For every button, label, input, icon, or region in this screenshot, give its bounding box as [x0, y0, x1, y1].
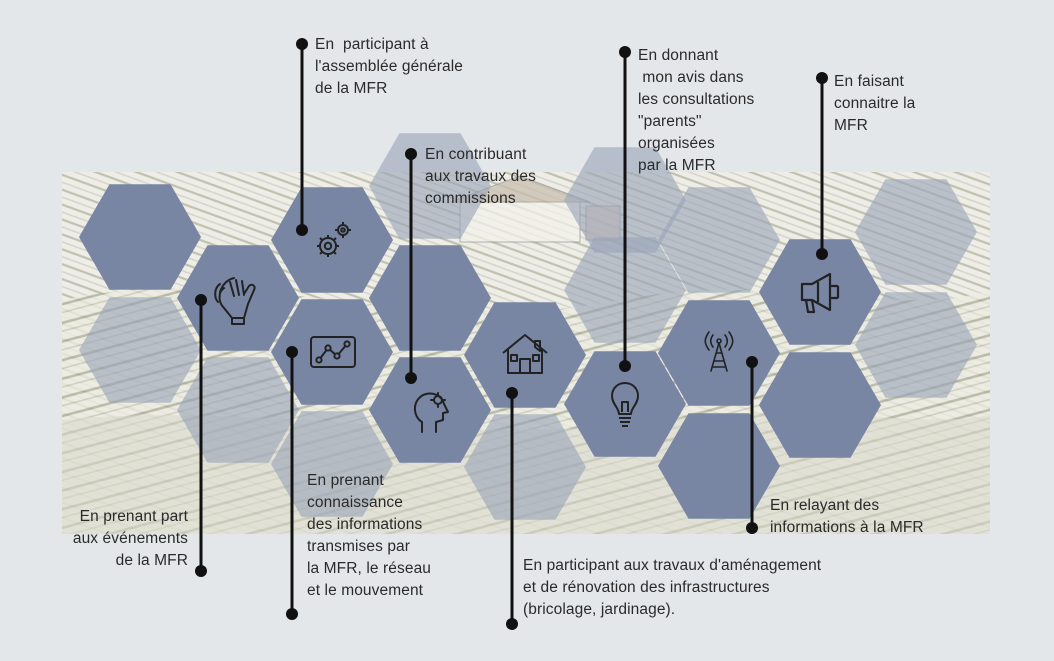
hexagon — [855, 179, 977, 285]
gloves-icon — [214, 277, 256, 325]
hexagon — [658, 413, 780, 519]
hexagon — [564, 351, 686, 457]
label-consultations: En donnant mon avis dans les consultatio… — [638, 47, 755, 174]
label-informations: En prenant connaissance des informations… — [307, 472, 432, 599]
antenna-icon — [704, 331, 734, 372]
hexagon — [759, 352, 881, 458]
house-icon — [502, 334, 548, 374]
head-gear-icon — [414, 392, 449, 433]
hexagon — [369, 133, 491, 239]
connector-dot — [506, 387, 518, 399]
connector-dot — [296, 38, 308, 50]
hexagon — [464, 302, 586, 408]
hexagon — [271, 411, 393, 517]
connector-dot — [405, 148, 417, 160]
label-relayant: En relayant des informations à la MFR — [770, 497, 924, 536]
hexagon — [464, 414, 586, 520]
hexagon-grid — [79, 133, 977, 520]
connector-dot — [619, 46, 631, 58]
label-assemblee: En participant à l'assemblée générale de… — [315, 36, 463, 97]
megaphone-icon — [800, 272, 840, 314]
chart-icon — [310, 336, 356, 368]
hexagon — [177, 245, 299, 351]
connector-dot — [405, 372, 417, 384]
label-commissions: En contribuant aux travaux des commissio… — [425, 146, 536, 207]
connector-dot — [746, 356, 758, 368]
connector-dots — [195, 38, 828, 630]
connector-dot — [195, 294, 207, 306]
lightbulb-icon — [611, 382, 639, 427]
connector-dot — [286, 608, 298, 620]
hexagon — [855, 292, 977, 398]
hexagon — [79, 297, 201, 403]
label-evenements: En prenant part aux événements de la MFR — [72, 508, 188, 569]
connector-dot — [816, 72, 828, 84]
connector-dot — [296, 224, 308, 236]
gears-icon — [317, 222, 351, 257]
hexagon — [658, 187, 780, 293]
hexagon — [79, 184, 201, 290]
connector-dot — [619, 360, 631, 372]
connector-dot — [195, 565, 207, 577]
connector-dot — [286, 346, 298, 358]
hexagon — [369, 245, 491, 351]
connector-dot — [506, 618, 518, 630]
label-connaitre: En faisant connaitre la MFR — [834, 73, 916, 134]
hexagon — [369, 357, 491, 463]
hexagon — [177, 357, 299, 463]
hexagon — [759, 239, 881, 345]
label-amenagement: En participant aux travaux d'aménagement… — [523, 557, 822, 618]
connector-dot — [746, 522, 758, 534]
connector-dot — [816, 248, 828, 260]
connector-lines — [199, 44, 824, 624]
